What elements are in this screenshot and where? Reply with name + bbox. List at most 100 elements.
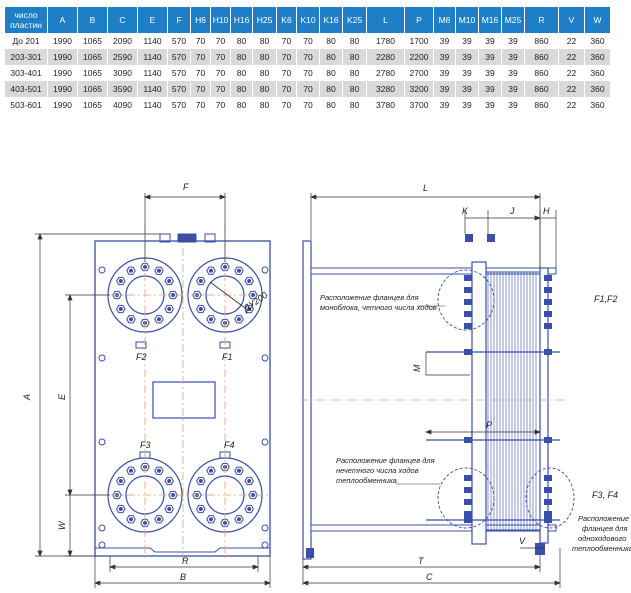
dim-C-label: C <box>426 572 433 582</box>
table-cell: 70 <box>211 97 231 113</box>
table-cell: 70 <box>211 81 231 97</box>
bolt-head <box>464 517 472 523</box>
table-cell: 39 <box>502 81 525 97</box>
table-cell: 2280 <box>367 49 405 65</box>
note-mid: Расположение фланцев для нечетного числа… <box>336 456 437 485</box>
table-cell: 503-601 <box>5 97 48 113</box>
table-cell: 860 <box>525 49 559 65</box>
table-cell: 80 <box>343 81 367 97</box>
table-cell: 1140 <box>138 65 168 81</box>
dim-H <box>540 210 557 268</box>
table-cell: 1065 <box>78 49 108 65</box>
top-lug-right <box>204 233 216 243</box>
table-cell: 3200 <box>405 81 434 97</box>
table-cell: 1140 <box>138 97 168 113</box>
table-cell: 2700 <box>405 65 434 81</box>
table-header-cell: H10 <box>211 7 231 33</box>
bolt-head <box>544 349 552 355</box>
table-header-cell: E <box>138 7 168 33</box>
table-cell: 80 <box>343 33 367 49</box>
bolt-center <box>251 493 255 497</box>
top-lug-center <box>177 233 197 243</box>
bolt-head <box>544 437 552 443</box>
table-header-cell: R <box>525 7 559 33</box>
bolt-center <box>237 468 241 473</box>
table-cell: 39 <box>502 33 525 49</box>
table-cell: 70 <box>277 97 297 113</box>
table-cell: 1990 <box>48 33 78 49</box>
table-cell: 4090 <box>108 97 138 113</box>
bolt-center <box>171 493 175 497</box>
dim-M-label: M <box>412 364 422 372</box>
rear-foot <box>535 543 545 555</box>
note-right-line2: фланцев для <box>582 524 627 533</box>
dim-J-label: J <box>509 206 515 216</box>
bolt-center <box>157 517 161 522</box>
table-cell: 80 <box>320 49 343 65</box>
table-cell: 70 <box>277 33 297 49</box>
bolt-center <box>237 317 241 322</box>
dim-K <box>464 210 489 234</box>
tie-rods <box>426 351 560 521</box>
bolt-center <box>129 517 133 522</box>
dim-F-label: F <box>183 182 189 192</box>
bolt-center <box>237 268 241 273</box>
table-cell: 70 <box>297 81 320 97</box>
dim-B <box>94 556 271 588</box>
dim-P <box>425 429 541 435</box>
table-cell: 39 <box>434 49 456 65</box>
table-cell: 80 <box>343 97 367 113</box>
bolt-head <box>544 287 552 293</box>
note-right-line4: теплообменника <box>572 544 631 553</box>
dim-L-label: L <box>423 183 428 193</box>
bolt-center <box>247 507 252 511</box>
table-cell: 70 <box>297 49 320 65</box>
bolt-center <box>247 279 252 283</box>
front-foot <box>306 548 314 558</box>
bolt-head <box>464 487 472 493</box>
top-support <box>465 234 473 242</box>
bolt-center <box>198 507 203 511</box>
pressure-plate <box>471 261 487 545</box>
front-view: ДУ200 F A E W <box>22 182 271 588</box>
table-cell: 39 <box>502 65 525 81</box>
bolt-center <box>118 279 123 283</box>
table-cell: 70 <box>211 33 231 49</box>
bottom-foot <box>94 547 271 556</box>
table-cell: 3700 <box>405 97 434 113</box>
table-cell: 22 <box>559 81 585 97</box>
dim-T-label: T <box>418 556 425 566</box>
bolt-head <box>464 511 472 517</box>
dim-F <box>144 193 226 262</box>
bolt-head <box>464 475 472 481</box>
port-label-f4: F4 <box>224 440 235 450</box>
table-cell: 203-301 <box>5 49 48 65</box>
note-mid-line1: Расположение фланцев для <box>336 456 435 465</box>
bolt-center <box>171 293 175 297</box>
dim-K-label: K <box>462 206 469 216</box>
table-cell: 39 <box>502 49 525 65</box>
table-cell: 1140 <box>138 49 168 65</box>
table-cell: 3090 <box>108 65 138 81</box>
table-cell: 860 <box>525 81 559 97</box>
bolt-center <box>247 479 252 483</box>
table-header-cell: M6 <box>434 7 456 33</box>
bolt-center <box>223 265 227 269</box>
dim-C <box>302 548 561 588</box>
table-cell: 80 <box>343 65 367 81</box>
bolt-center <box>251 293 255 297</box>
note-top: Расположение фланцев для моноблока, четн… <box>320 293 437 312</box>
table-cell: 39 <box>479 81 502 97</box>
table-cell: 39 <box>479 49 502 65</box>
note-mid-line2: нечетного числа ходов <box>336 466 419 475</box>
table-cell: 70 <box>191 49 211 65</box>
dim-E <box>65 294 110 496</box>
table-cell: 570 <box>168 97 191 113</box>
table-cell: 22 <box>559 65 585 81</box>
table-cell: 2090 <box>108 33 138 49</box>
plate-holes <box>98 266 269 549</box>
bolt-head <box>544 275 552 281</box>
table-cell: 70 <box>277 81 297 97</box>
